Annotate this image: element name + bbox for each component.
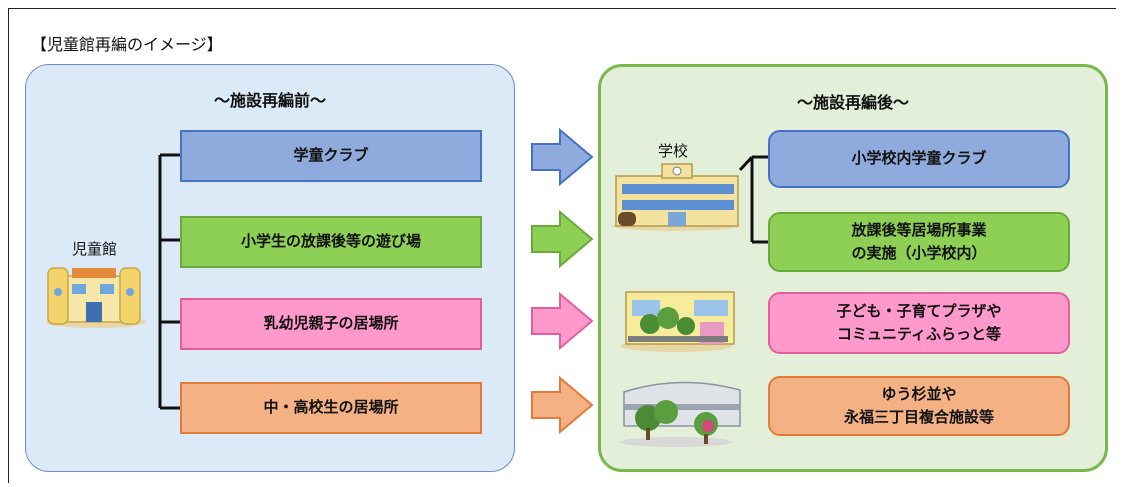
figure-title: 【児童館再編のイメージ】	[31, 35, 223, 54]
arrow-blue	[531, 127, 594, 187]
school-label: 学校	[658, 142, 689, 160]
jidokan-label: 児童館	[72, 240, 118, 258]
after-item-label-line2: 永福三丁目複合施設等	[843, 408, 994, 426]
after-item-school-gakudo: 小学校内学童クラブ	[768, 130, 1070, 188]
jidokan-building-image	[46, 267, 146, 328]
before-item-label: 小学生の放課後等の遊び場	[240, 232, 421, 251]
before-item-label: 学童クラブ	[293, 146, 369, 165]
after-item-youth-facility: ゆう杉並や 永福三丁目複合施設等	[768, 376, 1070, 436]
after-item-label-line2: の実施（小学校内）	[851, 244, 987, 262]
after-item-afterschool-program: 放課後等居場所事業 の実施（小学校内）	[768, 212, 1070, 272]
arrow-pink	[531, 291, 594, 351]
school-building-image	[612, 163, 740, 231]
arrow-orange	[531, 375, 594, 435]
arrow-green	[531, 209, 594, 269]
before-item-infant-space: 乳幼児親子の居場所	[180, 298, 482, 350]
after-tree-connector	[738, 155, 768, 244]
after-item-label-line2: コミュニティふらっと等	[836, 325, 1002, 343]
before-heading: ～施設再編前～	[213, 91, 326, 110]
before-tree-connector	[158, 153, 180, 410]
after-item-label: 小学校内学童クラブ	[851, 149, 987, 168]
after-item-plaza: 子ども・子育てプラザや コミュニティふらっと等	[768, 292, 1070, 354]
after-item-label-line1: 放課後等居場所事業	[851, 220, 987, 239]
plaza-building-image	[620, 291, 735, 352]
after-heading: ～施設再編後～	[796, 93, 909, 112]
before-item-label: 乳幼児親子の居場所	[263, 314, 399, 333]
after-item-label-line1: ゆう杉並や	[881, 384, 957, 403]
before-item-gakudo-club: 学童クラブ	[180, 130, 482, 182]
figure-frame	[8, 8, 1116, 483]
before-item-label: 中・高校生の居場所	[263, 398, 399, 417]
before-item-teen-space: 中・高校生の居場所	[180, 382, 482, 434]
community-facility-image	[620, 381, 741, 447]
before-item-play-area: 小学生の放課後等の遊び場	[180, 216, 482, 268]
after-item-label-line1: 子ども・子育てプラザや	[836, 301, 1002, 320]
